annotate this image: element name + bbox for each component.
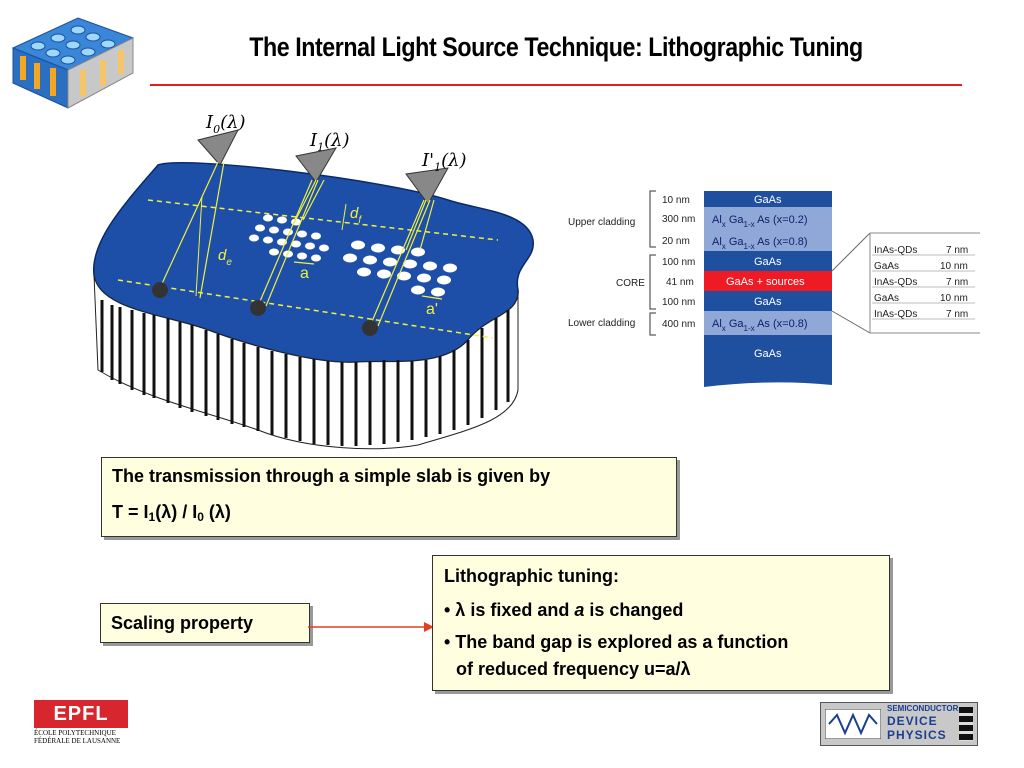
layer-stack-figure: Upper cladding CORE Lower cladding 10 nm… (568, 190, 980, 387)
detector-i1-icon (295, 147, 337, 183)
sdp-logo: SEMICONDUCTOR DEVICE PHYSICS (820, 702, 978, 746)
photonic-crystal-logo-icon (11, 17, 135, 109)
source-dot (152, 282, 168, 298)
svg-text:7 nm: 7 nm (946, 245, 968, 256)
epfl-logo-mark: EPFL (34, 700, 128, 728)
lithographic-tuning-textbox: Lithographic tuning: • λ is fixed and a … (432, 555, 890, 691)
sdp-line3: PHYSICS (887, 728, 947, 742)
svg-text:InAs-QDs: InAs-QDs (874, 277, 917, 288)
svg-text:10 nm: 10 nm (940, 261, 968, 272)
sdp-bars (959, 707, 973, 741)
arrow-icon (308, 622, 434, 632)
title-underline (150, 84, 962, 86)
epfl-logo: EPFL ÉCOLE POLYTECHNIQUE FÉDÉRALE DE LAU… (34, 700, 130, 746)
hole-cluster-a-prime (343, 240, 457, 297)
svg-text:20 nm: 20 nm (662, 236, 690, 247)
hole-cluster-a (249, 214, 329, 262)
source-dot (362, 320, 378, 336)
epfl-logo-line2: FÉDÉRALE DE LAUSANNE (34, 737, 121, 745)
svg-text:Alx Ga1-x As (x=0.8): Alx Ga1-x As (x=0.8) (712, 318, 808, 333)
svg-text:a: a (300, 265, 309, 282)
source-dot (250, 300, 266, 316)
detector-i1prime-icon (405, 167, 449, 205)
svg-text:GaAs + sources: GaAs + sources (726, 276, 805, 288)
epfl-logo-line1: ÉCOLE POLYTECHNIQUE (34, 729, 116, 737)
transmission-textbox: The transmission through a simple slab i… (101, 457, 677, 537)
scaling-property-label: Scaling property (111, 613, 254, 633)
litho-bullet-1: • λ is fixed and a is changed (444, 600, 684, 620)
slide-title: The Internal Light Source Technique: Lit… (249, 32, 863, 62)
svg-text:CORE: CORE (616, 278, 645, 289)
svg-text:300 nm: 300 nm (662, 214, 695, 225)
transmission-formula: T = I1(λ) / I0 (λ) (112, 502, 231, 524)
svg-text:GaAs: GaAs (754, 296, 782, 308)
svg-text:100 nm: 100 nm (662, 297, 695, 308)
waveform-icon (825, 709, 881, 739)
svg-text:7 nm: 7 nm (946, 277, 968, 288)
svg-text:I0(λ): I0(λ) (205, 112, 246, 136)
svg-text:100 nm: 100 nm (662, 257, 695, 268)
svg-text:41 nm: 41 nm (666, 277, 694, 288)
detector-i0-icon (197, 129, 239, 166)
svg-text:Alx Ga1-x As (x=0.8): Alx Ga1-x As (x=0.8) (712, 236, 808, 251)
svg-text:I'1(λ): I'1(λ) (421, 150, 467, 174)
svg-text:I1(λ): I1(λ) (309, 130, 350, 154)
scaling-property-textbox: Scaling property (100, 603, 310, 643)
svg-text:10 nm: 10 nm (662, 195, 690, 206)
svg-text:Lower cladding: Lower cladding (568, 318, 635, 329)
litho-bullet-2-line2: of reduced frequency u=a/λ (456, 659, 691, 679)
transmission-line1: The transmission through a simple slab i… (112, 466, 551, 486)
svg-text:a': a' (426, 301, 438, 318)
svg-text:Alx Ga1-x As (x=0.2): Alx Ga1-x As (x=0.2) (712, 214, 808, 229)
litho-bullet-2-line1: • The band gap is explored as a function (444, 632, 789, 652)
svg-text:GaAs: GaAs (754, 256, 782, 268)
svg-text:400 nm: 400 nm (662, 319, 695, 330)
svg-text:df: df (350, 205, 362, 226)
svg-text:GaAs: GaAs (754, 194, 782, 206)
svg-text:InAs-QDs: InAs-QDs (874, 245, 917, 256)
core-detail-table: InAs-QDs 7 nm GaAs 10 nm InAs-QDs 7 nm G… (869, 232, 980, 334)
svg-text:GaAs: GaAs (874, 293, 899, 304)
svg-text:de: de (218, 247, 232, 268)
svg-text:GaAs: GaAs (874, 261, 899, 272)
svg-text:Upper cladding: Upper cladding (568, 217, 635, 228)
litho-heading: Lithographic tuning: (444, 566, 619, 586)
svg-text:7 nm: 7 nm (946, 309, 968, 320)
svg-text:InAs-QDs: InAs-QDs (874, 309, 917, 320)
sdp-line1: SEMICONDUCTOR (887, 704, 959, 713)
svg-text:10 nm: 10 nm (940, 293, 968, 304)
photonic-slab-figure: I0(λ) I1(λ) I'1(λ) de df a a' (93, 112, 534, 450)
sdp-line2: DEVICE (887, 714, 938, 728)
svg-text:GaAs: GaAs (754, 348, 782, 360)
